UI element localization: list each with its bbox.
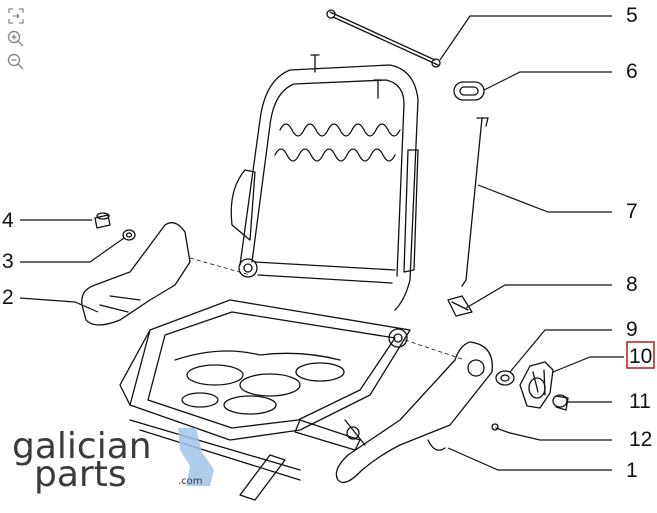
watermark-logo: galician parts .com bbox=[12, 426, 214, 495]
part-11-cap[interactable] bbox=[552, 394, 569, 411]
callout-4[interactable]: 4 bbox=[2, 209, 14, 232]
part-6-grommet[interactable] bbox=[453, 81, 485, 101]
callout-11[interactable]: 11 bbox=[629, 390, 651, 413]
part-9-spring-washer[interactable] bbox=[495, 370, 515, 386]
seat-frame-drawing bbox=[119, 54, 419, 501]
part-1-side-cover[interactable] bbox=[335, 341, 493, 484]
callout-1[interactable]: 1 bbox=[626, 459, 638, 482]
logo-shape bbox=[178, 428, 214, 486]
zoom-toolbar bbox=[6, 6, 28, 75]
part-7-cable[interactable] bbox=[461, 117, 489, 287]
part-3-washer[interactable] bbox=[122, 229, 136, 241]
part-10-knob[interactable] bbox=[519, 361, 554, 409]
zoom-out-icon[interactable] bbox=[6, 52, 26, 72]
callout-3[interactable]: 3 bbox=[2, 250, 14, 273]
callout-7[interactable]: 7 bbox=[626, 200, 638, 223]
part-2-recliner-cover[interactable] bbox=[81, 222, 191, 326]
part-12-screw[interactable] bbox=[491, 423, 511, 434]
callout-12[interactable]: 12 bbox=[629, 428, 652, 451]
logo-line1: galician bbox=[12, 426, 152, 467]
part-5-rod[interactable] bbox=[326, 9, 441, 68]
callout-9[interactable]: 9 bbox=[626, 318, 638, 341]
callout-numbers: 5 6 7 8 9 10 11 12 1 4 3 2 bbox=[2, 4, 655, 482]
leader-lines bbox=[19, 15, 624, 471]
construction-lines bbox=[189, 257, 466, 361]
fullscreen-icon[interactable] bbox=[6, 6, 26, 26]
callout-10-highlight bbox=[626, 341, 655, 369]
part-4-bushing[interactable] bbox=[94, 212, 111, 229]
zoom-in-icon[interactable] bbox=[6, 29, 26, 49]
callout-5[interactable]: 5 bbox=[626, 4, 638, 27]
callout-2[interactable]: 2 bbox=[2, 286, 14, 309]
part-8-clip[interactable] bbox=[447, 295, 473, 317]
callout-10[interactable]: 10 bbox=[629, 345, 652, 368]
logo-suffix: .com bbox=[178, 476, 203, 487]
callout-8[interactable]: 8 bbox=[626, 273, 638, 296]
callout-6[interactable]: 6 bbox=[626, 60, 638, 83]
logo-line2: parts bbox=[34, 454, 127, 495]
